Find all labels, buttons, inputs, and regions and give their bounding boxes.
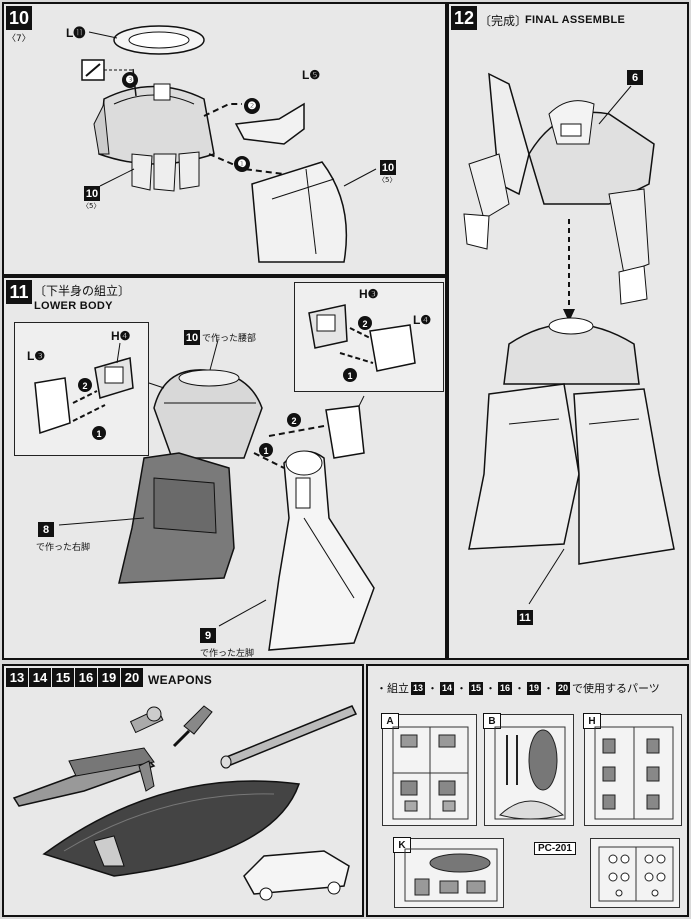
runner-a: A — [381, 713, 477, 826]
step-11-title-jp: 〔下半身の組立〕 — [34, 284, 131, 298]
parts-heading-suffix: で使用するパーツ — [572, 682, 660, 695]
made-waist-ref: 10 — [184, 330, 200, 345]
weapons-title: WEAPONS — [148, 673, 213, 687]
right-leg-ref: 8 — [38, 522, 54, 537]
lower-body-ref: 11 — [517, 610, 533, 625]
step-12-drawing — [463, 72, 675, 605]
weapons-step-15: 15 — [52, 668, 74, 687]
step-10-page-ref: 〈7〉 — [7, 34, 31, 44]
runner-a-tag: A — [381, 713, 399, 729]
runner-b-tag: B — [483, 713, 501, 729]
sub-ref-badge-a: 10 — [380, 160, 396, 175]
weapons-step-numbers: 13 14 15 16 19 20 — [6, 668, 143, 687]
runner-a-drawing — [392, 726, 469, 820]
parts-heading-16: 16 — [498, 681, 512, 695]
left-subassembly-inset: H❹ L❸ 2 1 — [14, 322, 149, 456]
runner-pc-201-drawing — [598, 846, 674, 902]
svg-text:1: 1 — [96, 429, 101, 439]
pc-201-label: PC-201 — [534, 842, 576, 855]
sub-ref-page-b: 〈5〉 — [82, 202, 101, 210]
runner-h-tag: H — [583, 713, 601, 729]
step-12-panel: 12 〔完成〕 FINAL ASSEMBLE 6 11 — [447, 2, 689, 660]
runner-h-drawing — [594, 726, 674, 820]
parts-heading: ・組立 13・ 14・ 15・ 16・ 19・ 20 で使用するパーツ — [376, 681, 660, 695]
runner-b-drawing — [494, 726, 566, 820]
upper-body-ref: 6 — [627, 70, 643, 85]
sub-ref-badge-b: 10 — [84, 186, 100, 201]
svg-text:2: 2 — [291, 416, 296, 426]
runner-k: K — [393, 837, 504, 908]
step-11-drawing: 2 1 — [58, 339, 375, 651]
parts-heading-13: 13 — [411, 681, 425, 695]
right-subassembly-inset: H❸ L❹ 2 1 — [294, 282, 444, 392]
parts-heading-prefix: ・組立 — [376, 682, 409, 695]
step-12-number: 12 — [451, 6, 477, 30]
step-10-number: 10 — [6, 6, 32, 30]
svg-text:2: 2 — [362, 319, 367, 329]
runner-k-drawing — [404, 848, 498, 902]
left-leg-text: で作った左脚 — [200, 649, 255, 659]
made-waist-text: で作った腰部 — [202, 334, 257, 344]
part-label-h4: H❹ — [111, 329, 131, 343]
right-inset-drawing: 2 1 — [308, 304, 416, 382]
step-circle-1: ❶ — [234, 156, 250, 172]
part-label-l3: L❸ — [27, 349, 46, 363]
weapons-step-16: 16 — [75, 668, 97, 687]
left-inset-drawing: 2 1 — [34, 342, 134, 440]
part-label-l4-right: L❹ — [413, 313, 432, 327]
right-leg-text: で作った右脚 — [36, 543, 91, 553]
step-10-panel: 10 〈7〉 L⓫ L❺ 10 〈5〉 10 〈5〉 ❶ ❷ ❸ — [2, 2, 447, 276]
parts-heading-14: 14 — [440, 681, 454, 695]
step-11-panel: 11 〔下半身の組立〕 LOWER BODY H❹ L❸ 2 1 H❸ L❹ — [2, 276, 447, 660]
runner-pc-201 — [590, 838, 680, 908]
runner-b: B — [483, 713, 574, 826]
part-label-l5: L❺ — [302, 68, 321, 82]
parts-heading-19: 19 — [527, 681, 541, 695]
step-12-title-jp: 〔完成〕 — [479, 14, 528, 28]
weapons-step-14: 14 — [29, 668, 51, 687]
part-label-h3: H❸ — [359, 287, 379, 301]
parts-heading-15: 15 — [469, 681, 483, 695]
part-label-l11: L⓫ — [66, 26, 86, 40]
sub-ref-page-a: 〈5〉 — [378, 176, 397, 184]
svg-text:1: 1 — [347, 371, 352, 381]
weapons-step-20: 20 — [121, 668, 143, 687]
svg-text:2: 2 — [82, 381, 87, 391]
weapons-step-19: 19 — [98, 668, 120, 687]
step-11-title-en: LOWER BODY — [34, 300, 113, 312]
weapons-panel: 13 14 15 16 19 20 WEAPONS — [2, 664, 364, 917]
parts-heading-20: 20 — [556, 681, 570, 695]
runner-h: H — [583, 713, 682, 826]
weapons-drawing — [12, 705, 358, 901]
step-11-number: 11 — [6, 280, 32, 304]
left-leg-ref: 9 — [200, 628, 216, 643]
svg-text:1: 1 — [263, 446, 268, 456]
step-circle-2: ❷ — [244, 98, 260, 114]
parts-used-panel: ・組立 13・ 14・ 15・ 16・ 19・ 20 で使用するパーツ A — [366, 664, 689, 917]
step-12-title-en: FINAL ASSEMBLE — [525, 14, 626, 26]
step-10-drawing — [81, 25, 377, 263]
weapons-step-13: 13 — [6, 668, 28, 687]
